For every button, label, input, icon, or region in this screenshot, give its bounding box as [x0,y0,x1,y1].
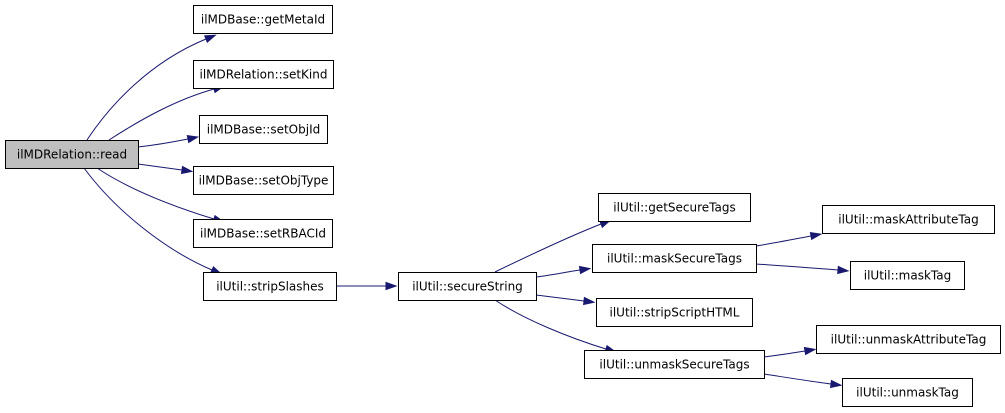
edge-line [755,263,839,271]
edge-line [137,138,189,148]
node-label: ilMDRelation::read [17,148,127,162]
edge-unmaskSecureTags-to-unmaskTag [763,373,843,389]
edge-read-to-setObjType [137,163,194,175]
edge-unmaskSecureTags-to-unmaskAttributeTag [763,346,817,358]
node-label: ilUtil::unmaskTag [856,386,959,400]
node-stripSlashes[interactable]: ilUtil::stripSlashes [203,272,337,301]
node-getSecureTags[interactable]: ilUtil::getSecureTags [598,193,751,222]
node-label: ilMDRelation::setKind [200,68,328,82]
edge-line [137,163,183,171]
node-box [816,325,1001,354]
edge-line [494,299,607,350]
node-label: ilMDBase::setRBACId [200,227,326,241]
node-label: ilMDBase::getMetaId [201,13,325,27]
node-maskSecureTags[interactable]: ilUtil::maskSecureTags [592,244,757,273]
edge-arrowhead [385,281,398,291]
edge-line [763,373,832,385]
node-label: ilUtil::stripSlashes [216,280,324,294]
node-stripScriptHTML[interactable]: ilUtil::stripScriptHTML [596,298,753,327]
node-label: ilUtil::maskTag [864,269,951,283]
edge-secureString-to-maskSecureTags [535,265,592,278]
edge-secureString-to-stripScriptHTML [535,294,596,306]
edge-arrowhead [578,265,592,275]
node-getMetaId[interactable]: ilMDBase::getMetaId [193,5,333,34]
edge-arrowhead [803,346,817,356]
edge-read-to-setObjId [137,135,200,148]
node-box [193,60,334,89]
node-box [193,219,333,248]
node-label: ilUtil::maskSecureTags [607,252,742,266]
edge-line [755,235,812,247]
node-box [199,115,328,144]
node-box [592,244,757,273]
edge-line [83,167,213,271]
node-box [850,261,965,290]
node-label: ilUtil::unmaskAttributeTag [831,333,987,347]
edge-maskSecureTags-to-maskAttributeTag [755,231,823,247]
node-setObjId[interactable]: ilMDBase::setObjId [199,115,328,144]
edge-arrowhead [830,379,843,389]
edge-arrowhead [809,231,823,241]
edge-line [86,38,207,141]
edge-maskSecureTags-to-maskTag [755,263,850,275]
nodes-layer: ilMDRelation::read ilMDBase::getMetaIdilM… [5,5,1001,407]
edge-line [96,167,215,220]
edge-line [535,269,581,278]
node-unmaskTag[interactable]: ilUtil::unmaskTag [842,378,973,407]
node-maskAttributeTag[interactable]: ilUtil::maskAttributeTag [822,205,995,234]
edge-stripSlashes-to-secureString [335,281,398,291]
edge-line [535,294,585,302]
node-label: ilUtil::unmaskSecureTags [599,358,749,372]
node-secureString[interactable]: ilUtil::secureString [398,272,537,301]
node-box [822,205,995,234]
node-box [193,5,333,34]
node-box [842,378,973,407]
node-box [203,272,337,301]
node-label: ilUtil::getSecureTags [613,201,735,215]
edge-line [108,88,215,141]
node-read: ilMDRelation::read [5,140,139,169]
node-setObjType[interactable]: ilMDBase::setObjType [193,166,334,195]
node-box [598,193,751,222]
node-unmaskAttributeTag[interactable]: ilUtil::unmaskAttributeTag [816,325,1001,354]
node-box [398,272,537,301]
edge-arrowhead [203,34,217,44]
node-box [596,298,753,327]
node-box [193,166,334,195]
node-box [5,140,139,169]
edge-arrowhead [180,165,194,175]
node-label: ilUtil::maskAttributeTag [838,213,978,227]
edge-arrowhead [583,296,596,306]
node-setKind[interactable]: ilMDRelation::setKind [193,60,334,89]
edge-arrowhead [186,135,200,144]
edge-read-to-getMetaId [86,34,217,141]
edge-line [494,223,602,273]
node-label: ilMDBase::setObjType [199,174,329,188]
edge-line [763,350,806,358]
node-box [584,350,765,379]
node-label: ilUtil::stripScriptHTML [610,306,740,320]
node-label: ilUtil::secureString [412,280,523,294]
edge-arrowhead [837,265,850,275]
node-unmaskSecureTags[interactable]: ilUtil::unmaskSecureTags [584,350,765,379]
node-setRBACId[interactable]: ilMDBase::setRBACId [193,219,333,248]
node-label: ilMDBase::setObjId [207,123,320,137]
node-maskTag[interactable]: ilUtil::maskTag [850,261,965,290]
